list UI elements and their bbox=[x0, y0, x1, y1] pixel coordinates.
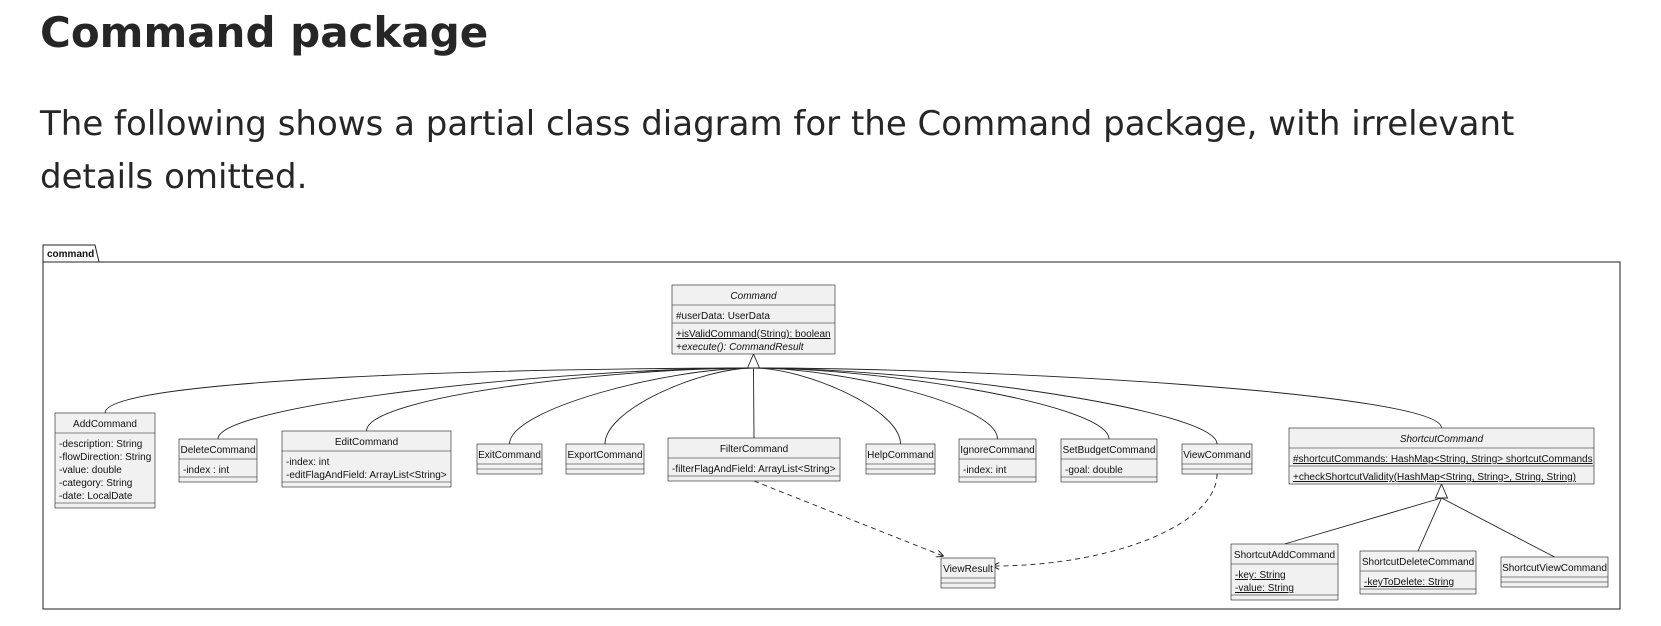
class-box bbox=[1060, 438, 1158, 483]
class-field: -keyToDelete: String bbox=[1364, 577, 1454, 588]
class-shortcut: ShortcutCommand #shortcutCommands: HashMa… bbox=[1288, 427, 1595, 485]
class-edit: EditCommand -index: int -editFlagAndField:… bbox=[281, 430, 452, 488]
inheritance-arrowhead-shortcut bbox=[1434, 482, 1449, 499]
class-filter: FilterCommand -filterFlagAndField: ArrayL… bbox=[667, 437, 841, 482]
class-box bbox=[1288, 427, 1595, 485]
class-field: -value: String bbox=[1235, 583, 1294, 594]
inheritance-line-scview bbox=[1441, 497, 1555, 558]
class-name: ShortcutCommand bbox=[1400, 434, 1484, 445]
description-text: The following shows a partial class diag… bbox=[40, 104, 1515, 197]
inheritance-line-export bbox=[604, 367, 754, 445]
class-box bbox=[1359, 550, 1477, 595]
class-field: -filterFlagAndField: ArrayList<String> bbox=[672, 464, 836, 475]
class-name: Command bbox=[730, 291, 777, 302]
class-field: -editFlagAndField: ArrayList<String> bbox=[286, 470, 447, 481]
class-name: EditCommand bbox=[335, 437, 398, 448]
inheritance-line-setbudget bbox=[753, 367, 1110, 440]
inheritance-line-ignore bbox=[753, 367, 998, 440]
class-field: -date: LocalDate bbox=[59, 491, 133, 502]
relations-layer bbox=[104, 352, 1555, 566]
page-title: Command package bbox=[40, 8, 489, 57]
class-method: +checkShortcutValidity(HashMap<String, S… bbox=[1293, 472, 1576, 483]
inheritance-line-filter bbox=[753, 367, 755, 439]
class-name: ViewResult bbox=[943, 564, 993, 575]
class-view: ViewCommand bbox=[1181, 443, 1253, 475]
inheritance-arrowhead-command bbox=[746, 352, 761, 369]
inheritance-line-scdelete bbox=[1417, 497, 1442, 552]
class-scdelete: ShortcutDeleteCommand -keyToDelete: Strin… bbox=[1359, 550, 1477, 595]
class-name: FilterCommand bbox=[720, 444, 788, 455]
class-export: ExportCommand bbox=[565, 443, 645, 475]
class-box bbox=[281, 430, 452, 488]
class-field: -category: String bbox=[59, 478, 132, 489]
class-name: IgnoreCommand bbox=[960, 445, 1034, 456]
inheritance-line-delete bbox=[217, 367, 754, 440]
class-viewresult: ViewResult bbox=[940, 557, 996, 589]
class-box bbox=[667, 437, 841, 482]
class-method: +isValidCommand(String): boolean bbox=[676, 329, 831, 340]
class-box bbox=[178, 438, 258, 483]
class-delete: DeleteCommand -index : int bbox=[178, 438, 258, 483]
class-name: ViewCommand bbox=[1183, 450, 1251, 461]
class-ignore: IgnoreCommand -index: int bbox=[958, 438, 1037, 483]
class-name: AddCommand bbox=[73, 419, 137, 430]
class-box bbox=[958, 438, 1037, 483]
class-method: +execute(): CommandResult bbox=[676, 342, 805, 353]
class-name: ExportCommand bbox=[567, 450, 642, 461]
class-name: ShortcutDeleteCommand bbox=[1362, 557, 1474, 568]
class-name: ShortcutAddCommand bbox=[1234, 550, 1335, 561]
inheritance-line-view bbox=[753, 367, 1218, 445]
class-field: -key: String bbox=[1235, 570, 1286, 581]
package-tab bbox=[42, 244, 100, 263]
class-name: HelpCommand bbox=[867, 450, 934, 461]
class-field: #shortcutCommands: HashMap<String, Strin… bbox=[1293, 454, 1593, 465]
class-scview: ShortcutViewCommand bbox=[1500, 556, 1609, 588]
class-scadd: ShortcutAddCommand -key: String -value: St… bbox=[1230, 543, 1339, 601]
class-field: -flowDirection: String bbox=[59, 452, 151, 463]
class-field: -value: double bbox=[59, 465, 122, 476]
class-field: -description: String bbox=[59, 439, 142, 450]
class-exit: ExitCommand bbox=[476, 443, 543, 475]
class-add: AddCommand -description: String -flowDirec… bbox=[54, 412, 156, 509]
class-name: ExitCommand bbox=[478, 450, 541, 461]
class-help: HelpCommand bbox=[865, 443, 936, 475]
class-name: SetBudgetCommand bbox=[1063, 445, 1156, 456]
inheritance-line-edit bbox=[366, 367, 754, 432]
dependency-arrow-view bbox=[993, 473, 1218, 566]
class-field: #userData: UserData bbox=[676, 311, 770, 322]
classes-layer: Command #userData: UserData +isValidComman… bbox=[54, 284, 1609, 601]
inheritance-line-add bbox=[104, 367, 754, 414]
class-field: -index: int bbox=[286, 457, 330, 468]
class-box bbox=[671, 284, 836, 355]
class-name: ShortcutViewCommand bbox=[1502, 563, 1607, 574]
class-setbudget: SetBudgetCommand -goal: double bbox=[1060, 438, 1158, 483]
class-field: -goal: double bbox=[1065, 465, 1123, 476]
package-label: command bbox=[47, 249, 94, 260]
class-box bbox=[1230, 543, 1339, 601]
inheritance-line-help bbox=[753, 367, 901, 445]
inheritance-line-scadd bbox=[1284, 497, 1442, 545]
class-field: -index: int bbox=[963, 465, 1007, 476]
dependency-arrow-filter bbox=[753, 480, 943, 556]
class-field: -index : int bbox=[183, 465, 229, 476]
inheritance-line-exit bbox=[509, 367, 754, 445]
class-command: Command #userData: UserData +isValidComman… bbox=[671, 284, 836, 355]
class-box bbox=[54, 412, 156, 509]
inheritance-line-shortcut bbox=[753, 367, 1442, 429]
class-name: DeleteCommand bbox=[180, 445, 255, 456]
